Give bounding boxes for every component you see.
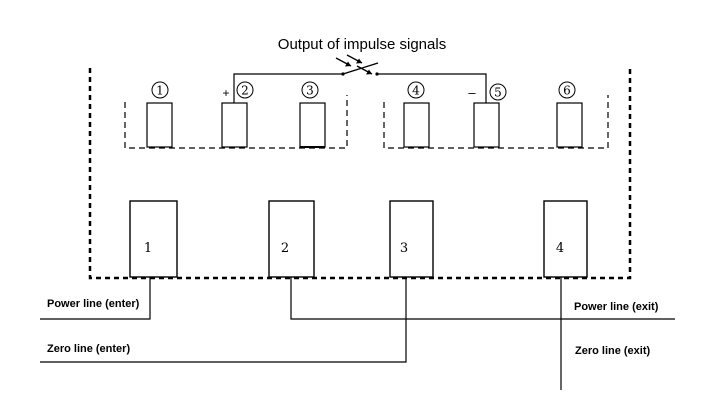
main-terminal-2: 2 (268, 200, 315, 278)
negative-sign: – (468, 85, 476, 100)
upper-terminal-label: 2 (241, 84, 249, 98)
main-terminal-label: 3 (400, 241, 408, 256)
positive-sign: + (222, 86, 229, 100)
main-terminal-label: 2 (281, 241, 289, 256)
upper-terminal-label: 5 (494, 86, 502, 100)
main-terminal-3: 3 (389, 200, 434, 278)
zero-line-enter-wire (40, 277, 407, 363)
power-line-exit-label: Power line (exit) (574, 301, 659, 313)
meter-enclosure-outline (88, 68, 632, 280)
impulse-output-wiring (233, 54, 487, 103)
power-line-exit-wire (290, 277, 675, 320)
upper-terminal-label: 4 (412, 84, 420, 98)
power-line-enter-label: Power line (enter) (47, 298, 140, 310)
terminal-strip-left-outline (124, 95, 348, 149)
zero-line-exit-label: Zero line (exit) (575, 345, 651, 357)
upper-terminal-label: 3 (306, 84, 314, 98)
terminal-strip-right-outline (383, 95, 609, 149)
upper-terminal-5: 5 – (468, 83, 507, 148)
main-terminal-label: 1 (144, 241, 152, 256)
upper-terminal-6: 6 (556, 81, 583, 148)
upper-terminal-1: 1 (146, 81, 173, 148)
upper-terminal-3: 3 (299, 81, 326, 148)
upper-terminal-2: 2 + (221, 81, 254, 148)
diagram-title: Output of impulse signals (278, 36, 446, 53)
power-line-enter-wire (40, 277, 151, 320)
main-terminal-1: 1 (129, 200, 178, 278)
signal-arrows-icon (335, 54, 373, 75)
zero-line-enter-label: Zero line (enter) (47, 343, 130, 355)
main-terminal-label: 4 (556, 241, 564, 256)
upper-terminal-label: 6 (563, 84, 571, 98)
main-terminal-4: 4 (543, 200, 588, 278)
upper-terminal-4: 4 (403, 81, 430, 148)
upper-terminal-label: 1 (156, 84, 164, 98)
